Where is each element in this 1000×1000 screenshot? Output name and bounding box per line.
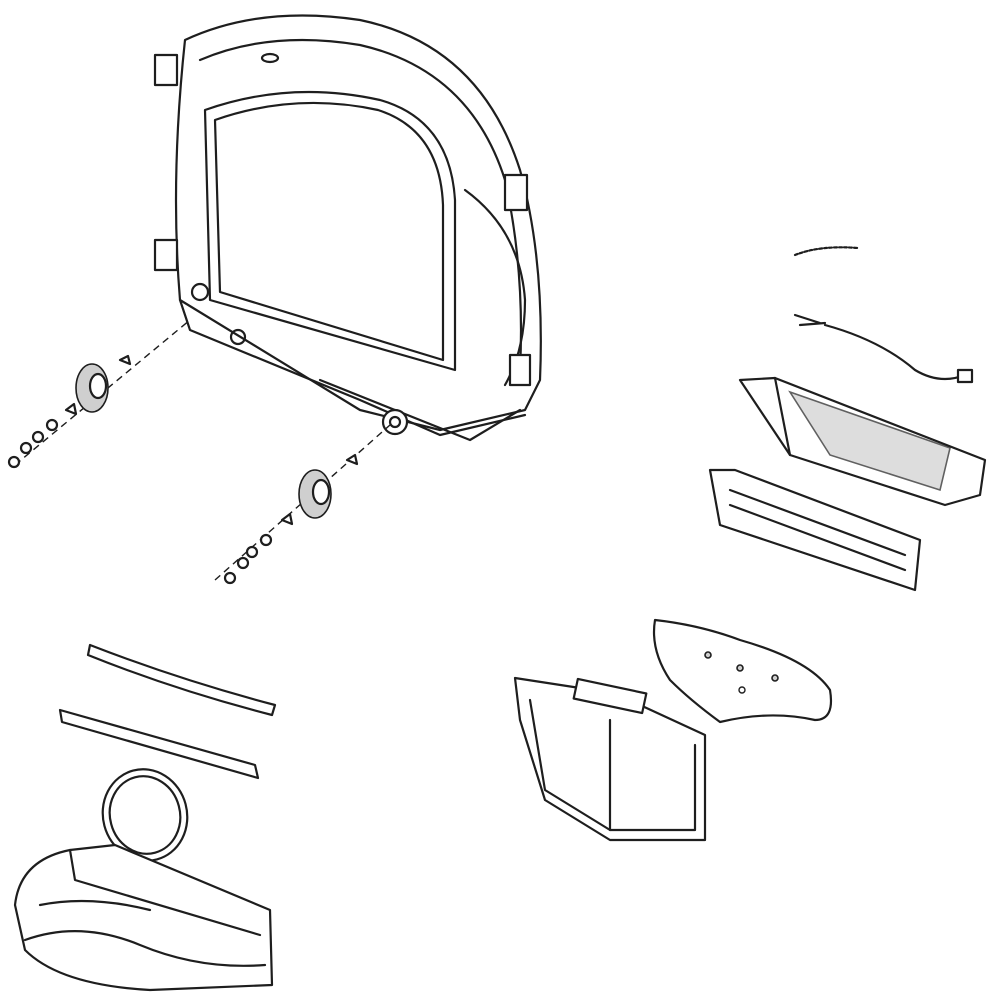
roller-assembly-left xyxy=(7,319,191,469)
duct-gasket-ring xyxy=(101,768,189,862)
lint-filter-cover xyxy=(652,618,833,724)
roller-assembly-right xyxy=(214,424,391,585)
blower-duct xyxy=(13,843,274,992)
lint-filter xyxy=(513,676,707,842)
lint-duct-grille xyxy=(738,376,987,507)
front-panel xyxy=(153,14,542,442)
spring xyxy=(793,246,860,257)
wire-harness xyxy=(793,313,974,384)
felt-seal-lower xyxy=(58,708,260,780)
felt-seal-upper xyxy=(86,643,277,717)
lint-filter-housing xyxy=(708,468,922,592)
